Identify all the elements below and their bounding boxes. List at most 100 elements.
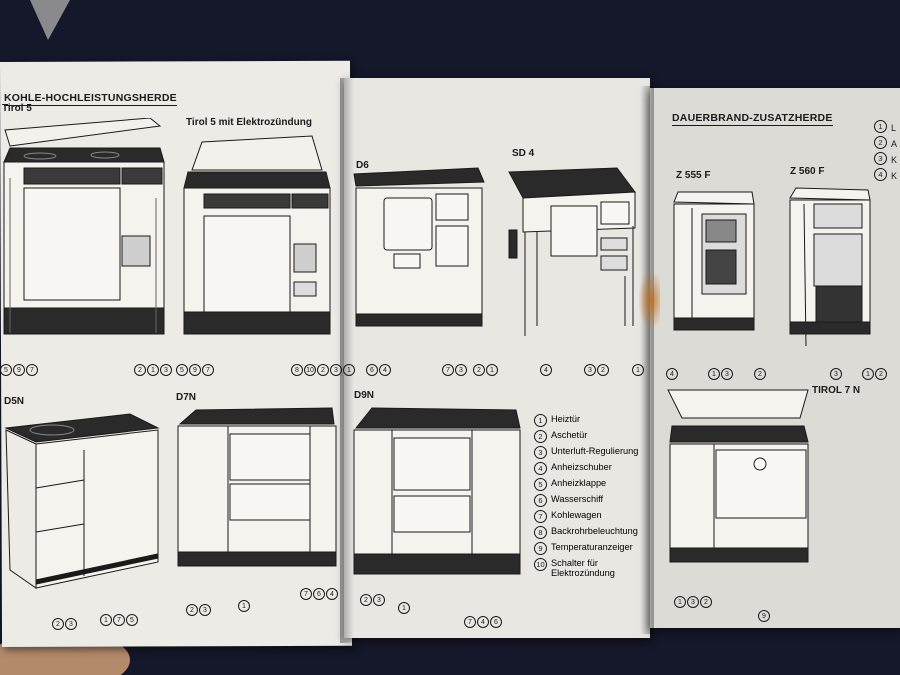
callouts-tirol5-b: 2 1 3: [134, 364, 172, 376]
callout: 1: [632, 364, 644, 376]
legend-item: 9 Temperaturanzeiger: [534, 542, 638, 555]
callout: 7: [464, 616, 476, 628]
model-label-d7n: D7N: [176, 392, 197, 403]
legend-number: 2: [874, 135, 887, 149]
stove-illustration-d5n: [4, 413, 160, 589]
legend-text: Temperaturanzeiger: [551, 542, 633, 552]
callout: 4: [326, 588, 338, 600]
model-label-tirol7n: TIROL 7 N: [812, 385, 861, 396]
partial-legend-right: 1 L 2 A 3 K 4 K: [874, 119, 898, 184]
callouts-z555f-a: 4: [666, 368, 678, 380]
stove-illustration-sd4: [508, 167, 636, 336]
callouts-d7n-b: 1: [238, 600, 250, 612]
legend-number: 6: [534, 494, 547, 507]
legend-number: 8: [534, 526, 547, 539]
legend-item: 7 Kohlewagen: [534, 510, 638, 523]
legend-number: 3: [534, 446, 547, 459]
legend-item: 5 Anheizklappe: [534, 478, 638, 491]
callout: 3: [455, 364, 467, 376]
callout: 1: [147, 364, 159, 376]
callouts-sd4-a: 4: [540, 364, 552, 376]
callout: 9: [189, 364, 201, 376]
callout: 5: [0, 364, 12, 376]
callouts-z555f-b: 1 3: [708, 368, 733, 380]
model-label-sd4: SD 4: [512, 148, 535, 159]
callouts-z560f-b: 1 2: [862, 368, 887, 380]
legend-text: K: [891, 155, 898, 165]
callout: 5: [176, 364, 188, 376]
callout: 1: [100, 614, 112, 626]
callout: 1: [708, 368, 720, 380]
callouts-d9n-a: 2 3: [360, 594, 385, 606]
callout: 6: [490, 616, 502, 628]
callouts-sd4-c: 1: [632, 364, 644, 376]
callout: 2: [186, 604, 198, 616]
model-label-tirol5: Tirol 5: [2, 103, 32, 114]
legend-text: Heiztür: [551, 414, 581, 424]
legend-number: 10: [534, 558, 547, 571]
callouts-d9n-c: 7 4 6: [464, 616, 502, 628]
model-label-d5n: D5N: [4, 396, 25, 407]
legend-item: 8 Backrohrbeleuchtung: [534, 526, 638, 539]
callout: 3: [199, 604, 211, 616]
legend-text: Anheizschuber: [551, 462, 612, 472]
legend-text: Kohlewagen: [551, 510, 602, 520]
legend-text: Wasserschiff: [551, 494, 604, 504]
page-stain: [638, 270, 660, 330]
callout: 2: [700, 596, 712, 608]
callouts-tirol5-a: 5 9 7: [0, 364, 38, 376]
legend-item: 6 Wasserschiff: [534, 494, 638, 507]
partial-legend-item: 3 K: [874, 151, 898, 168]
callout: 2: [473, 364, 485, 376]
callout: 6: [313, 588, 325, 600]
parts-legend: 1 Heiztür 2 Aschetür 3 Unterluft-Regulie…: [534, 414, 638, 581]
model-label-d9n: D9N: [354, 390, 375, 401]
legend-text: L: [891, 123, 897, 133]
stove-illustration-d9n: [353, 407, 521, 575]
model-label-z560f: Z 560 F: [790, 166, 825, 177]
stove-illustration-tirol5: [3, 118, 165, 335]
callouts-tirol5e-a: 5 9 7: [176, 364, 214, 376]
legend-number: 7: [534, 510, 547, 523]
callouts-z555f-c: 2: [754, 368, 766, 380]
callouts-d6-a: 6 4: [366, 364, 391, 376]
callouts-d5n-a: 2 3: [52, 618, 77, 630]
callout: 2: [52, 618, 64, 630]
partial-legend-item: 4 K: [874, 167, 898, 184]
callout: 4: [379, 364, 391, 376]
callouts-d7n-c: 7 6 4: [300, 588, 338, 600]
callout: 7: [300, 588, 312, 600]
callouts-d6-b: 7 3: [442, 364, 467, 376]
legend-text: Anheizklappe: [551, 478, 607, 488]
stove-illustration-d7n: [177, 407, 337, 567]
legend-item: 4 Anheizschuber: [534, 462, 638, 475]
legend-item: 3 Unterluft-Regulierung: [534, 446, 638, 459]
callout: 1: [862, 368, 874, 380]
legend-text: Unterluft-Regulierung: [551, 446, 639, 456]
callout: 4: [666, 368, 678, 380]
callout: 2: [754, 368, 766, 380]
legend-text: Aschetür: [551, 430, 588, 440]
legend-text: K: [891, 171, 898, 181]
legend-text: Schalter für Elektrozündung: [551, 558, 615, 578]
callouts-sd4-b: 3 2: [584, 364, 609, 376]
callout: 9: [758, 610, 770, 622]
callout: 9: [13, 364, 25, 376]
callout: 7: [26, 364, 38, 376]
legend-number: 4: [534, 462, 547, 475]
callout: 7: [113, 614, 125, 626]
callouts-d5n-b: 1 7 5: [100, 614, 138, 626]
legend-text: A: [891, 139, 898, 149]
callout: 2: [875, 368, 887, 380]
legend-number: 3: [874, 151, 887, 165]
callouts-tirol7n-a: 1 3 2: [674, 596, 712, 608]
callout: 3: [584, 364, 596, 376]
stove-illustration-tirol7n: [667, 389, 809, 563]
callout: 8: [291, 364, 303, 376]
partial-legend-item: 1 L: [874, 119, 897, 136]
callout: 1: [398, 602, 410, 614]
stove-illustration-z560f: [789, 187, 871, 346]
callout: 7: [442, 364, 454, 376]
callout: 7: [202, 364, 214, 376]
callouts-d9n-b: 1: [398, 602, 410, 614]
